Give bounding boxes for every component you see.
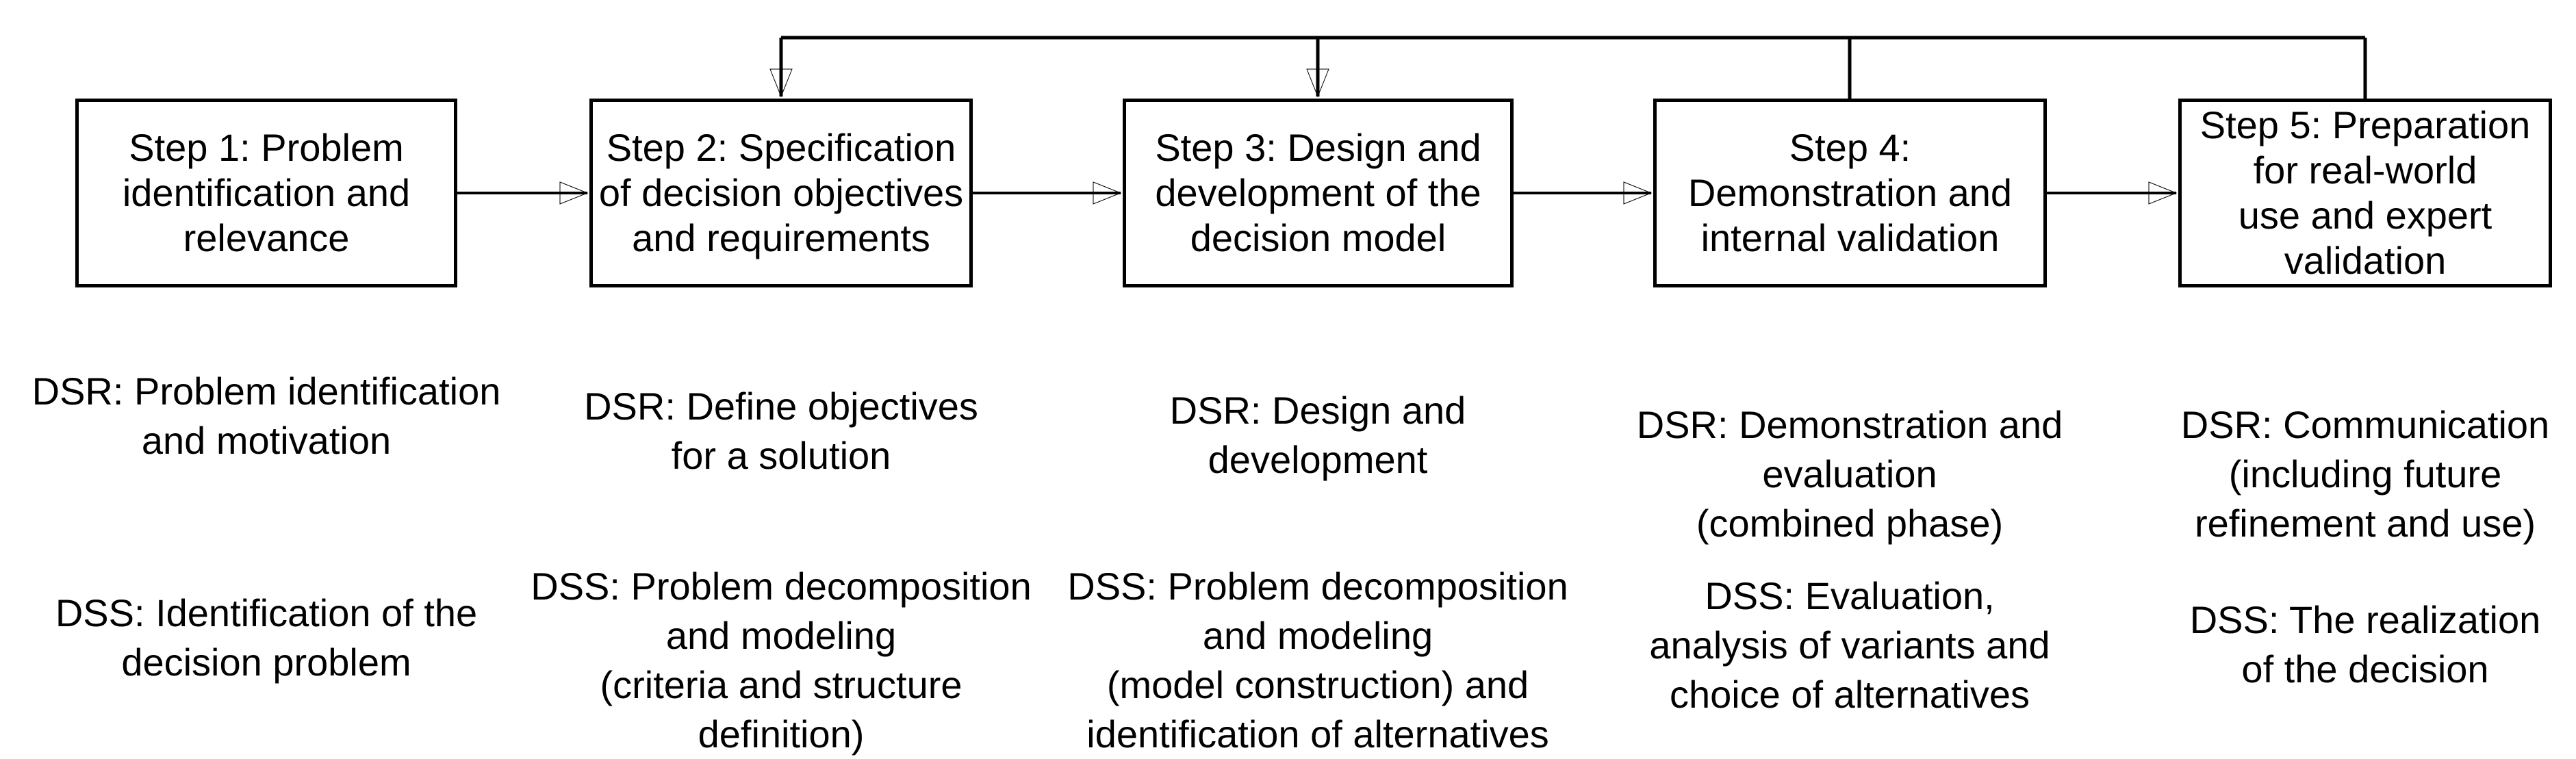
step-2-label: Step 2: Specification of decision object… — [598, 126, 964, 259]
step-4-dss-text: DSS: Evaluation, analysis of variants an… — [1649, 574, 2050, 716]
step-5-box: Step 5: Preparation for real-world use a… — [2178, 99, 2552, 287]
step-3-box: Step 3: Design and development of the de… — [1123, 99, 1514, 287]
step-2-box: Step 2: Specification of decision object… — [589, 99, 973, 287]
step-5-dsr-text: DSR: Communication (including future ref… — [2180, 403, 2550, 545]
step-1-label: Step 1: Problem identification and relev… — [122, 126, 411, 259]
step-1-dss-text: DSS: Identification of the decision prob… — [55, 591, 478, 684]
step-2-dss-text: DSS: Problem decomposition and modeling … — [531, 565, 1032, 756]
step-1-box: Step 1: Problem identification and relev… — [75, 99, 457, 287]
step-1-dsr-text: DSR: Problem identification and motivati… — [31, 370, 501, 462]
step-4-dsr-text: DSR: Demonstration and evaluation (combi… — [1636, 403, 2063, 545]
step-5-dss-text: DSS: The realization of the decision — [2189, 598, 2541, 691]
step-5-label: Step 5: Preparation for real-world use a… — [2199, 103, 2531, 282]
step-4-box: Step 4: Demonstration and internal valid… — [1653, 99, 2047, 287]
step-4-label: Step 4: Demonstration and internal valid… — [1687, 126, 2013, 259]
step-3-dsr-text: DSR: Design and development — [1169, 389, 1466, 481]
step-3-dss-text: DSS: Problem decomposition and modeling … — [1067, 565, 1568, 756]
step-3-label: Step 3: Design and development of the de… — [1155, 126, 1481, 259]
step-2-dsr-text: DSR: Define objectives for a solution — [584, 385, 978, 477]
